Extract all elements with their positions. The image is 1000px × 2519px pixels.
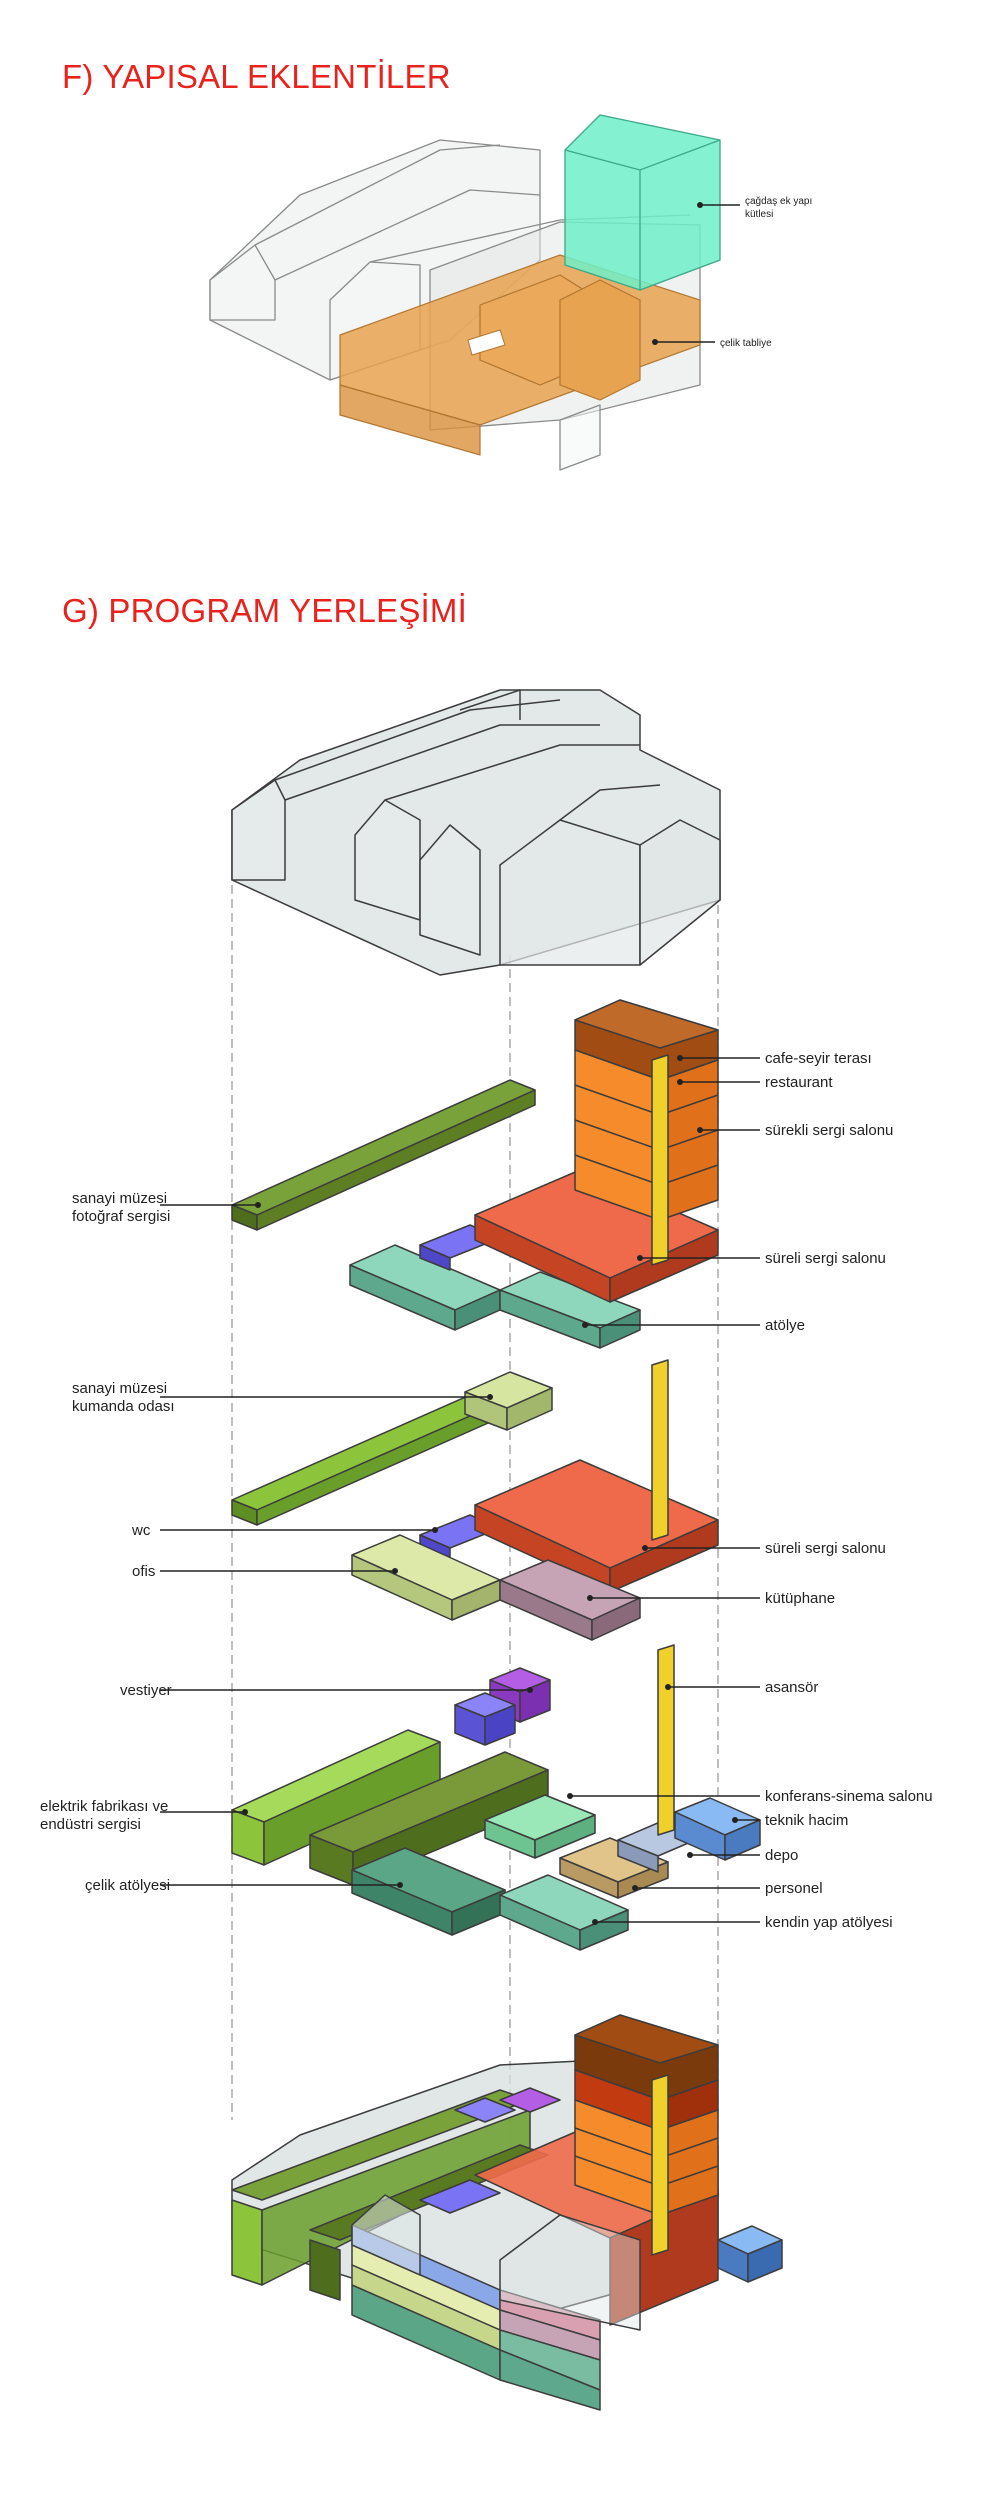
l2-label-temporary: süreli sergi salonu: [765, 1540, 886, 1557]
l3-label-diy: kendin yap atölyesi: [765, 1914, 893, 1931]
l3-technical: [674, 1797, 761, 1861]
l3-label-elec-1: elektrik fabrikası ve: [40, 1798, 168, 1815]
l1-label-atelier: atölye: [765, 1317, 805, 1334]
l2-label-library: kütüphane: [765, 1590, 835, 1607]
l1-label-museum-2: fotoğraf sergisi: [72, 1208, 170, 1225]
f-contemporary-addition: [564, 114, 721, 291]
l1-tower: [574, 999, 719, 1266]
f-label-mezzanine: çelik tabliye: [720, 338, 772, 349]
section-title-g: G) PROGRAM YERLEŞİMİ: [62, 592, 467, 629]
l3-label-steel-workshop: çelik atölyesi: [85, 1877, 170, 1894]
l2-red-temporary: [474, 1459, 719, 1593]
f-steel-mezzanine: [339, 254, 701, 456]
l3-label-elevator: asansör: [765, 1679, 818, 1696]
l1-label-restaurant: restaurant: [765, 1074, 833, 1091]
section-title-f: F) YAPISAL EKLENTİLER: [62, 58, 451, 95]
l2-label-office: ofis: [132, 1563, 155, 1580]
l3-steel-workshop: [351, 1847, 506, 1936]
f-label-addition-2: kütlesi: [745, 209, 773, 220]
l2-office: [351, 1534, 501, 1621]
l1-teal-right: [499, 1271, 641, 1349]
l3-diy-workshop: [499, 1874, 629, 1951]
l3-label-personnel: personel: [765, 1880, 823, 1897]
l1-label-cafe: cafe-seyir terası: [765, 1050, 872, 1067]
l1-label-museum-1: sanayi müzesi: [72, 1190, 167, 1207]
l2-leaders: [160, 1394, 760, 1601]
f-leader-mezzanine: [652, 339, 715, 345]
l2-elevator: [651, 1359, 669, 1541]
g-existing-building: [231, 689, 721, 976]
l1-teal-left: [349, 1244, 501, 1331]
l2-label-museum-2: kumanda odası: [72, 1398, 175, 1415]
f-leader-addition: [697, 202, 740, 208]
f-label-addition-1: çağdaş ek yapı: [745, 196, 812, 207]
l3-label-depot: depo: [765, 1847, 798, 1864]
l3-label-conference: konferans-sinema salonu: [765, 1788, 933, 1805]
l3-elevator: [657, 1644, 675, 1836]
l2-label-museum-1: sanayi müzesi: [72, 1380, 167, 1397]
l3-leaders: [160, 1684, 760, 1925]
l3-label-technical: teknik hacim: [765, 1812, 848, 1829]
l3-label-vestiyer: vestiyer: [120, 1682, 172, 1699]
l1-museum-bar: [231, 1079, 536, 1231]
l3-vestiyer: [454, 1667, 551, 1746]
composite-building: [231, 2014, 783, 2411]
l2-label-wc: wc: [131, 1522, 151, 1539]
l3-conference: [484, 1794, 596, 1859]
l2-museum-bar: [231, 1394, 496, 1526]
l1-label-temporary: süreli sergi salonu: [765, 1250, 886, 1267]
l2-control-room: [464, 1371, 553, 1431]
l3-label-elec-2: endüstri sergisi: [40, 1816, 141, 1833]
l1-leaders: [160, 1055, 760, 1328]
l1-label-permanent: sürekli sergi salonu: [765, 1122, 893, 1139]
